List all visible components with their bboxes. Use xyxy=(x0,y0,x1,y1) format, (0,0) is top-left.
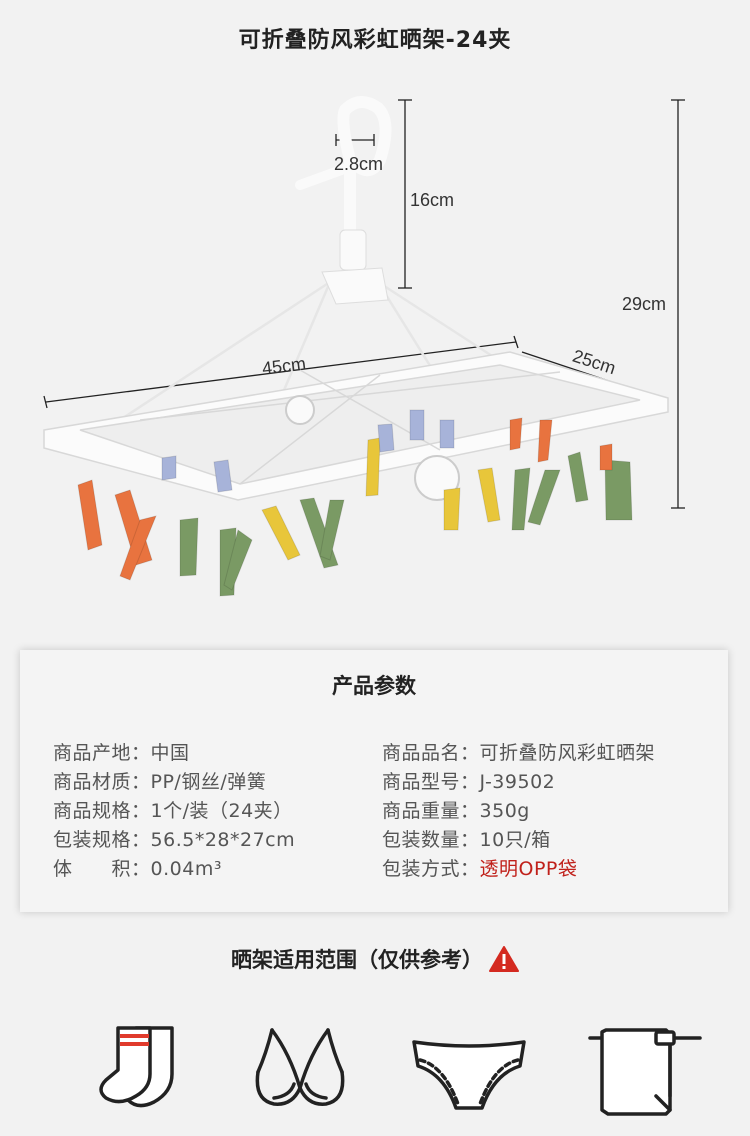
product-params-card: 产品参数 商品产地：中国 商品材质：PP/钢丝/弹簧 商品规格：1个/装（24夹… xyxy=(20,650,728,912)
spec-label: 包装方式： xyxy=(382,858,480,880)
spec-value: 10只/箱 xyxy=(479,829,551,851)
page-title: 可折叠防风彩虹晒架-24夹 xyxy=(238,28,512,53)
spec-value: 中国 xyxy=(150,742,190,764)
spec-label: 商品重量： xyxy=(382,800,480,822)
total-height-label: 29cm xyxy=(622,294,667,314)
spec-origin: 商品产地：中国 xyxy=(53,738,190,765)
usage-section: 晒架适用范围（仅供参考） xyxy=(0,944,750,974)
spec-volume: 体 积：0.04m³ xyxy=(53,854,222,881)
usage-title: 晒架适用范围（仅供参考） xyxy=(231,948,483,972)
spec-size: 商品规格：1个/装（24夹） xyxy=(53,796,293,823)
spec-label: 商品材质： xyxy=(53,771,151,793)
towel-icon xyxy=(588,1028,702,1116)
underwear-icon xyxy=(412,1040,526,1110)
spec-model: 商品型号：J-39502 xyxy=(382,767,555,794)
spec-value: 透明OPP袋 xyxy=(479,858,578,880)
spec-value: J-39502 xyxy=(479,771,556,793)
spec-label: 商品产地： xyxy=(53,742,151,764)
spec-label: 包装规格： xyxy=(53,829,151,851)
spec-label: 商品品名： xyxy=(382,742,480,764)
spec-value: 1个/装（24夹） xyxy=(150,800,293,822)
spec-weight: 商品重量：350g xyxy=(382,796,530,823)
bra-icon xyxy=(255,1028,345,1106)
sock-icon xyxy=(99,1026,174,1108)
spec-package-size: 包装规格：56.5*28*27cm xyxy=(53,825,295,852)
spec-value: 350g xyxy=(479,800,530,822)
spec-material: 商品材质：PP/钢丝/弹簧 xyxy=(53,767,266,794)
hook-width-label: 2.8cm xyxy=(334,154,384,174)
spec-value: 可折叠防风彩虹晒架 xyxy=(479,742,656,764)
spec-label: 包装数量： xyxy=(382,829,480,851)
spec-value: 56.5*28*27cm xyxy=(150,829,296,851)
spec-packaging: 包装方式：透明OPP袋 xyxy=(382,854,577,881)
product-illustration: 2.8cm 16cm 29cm 45cm 25cm xyxy=(0,70,750,630)
spec-label: 商品型号： xyxy=(382,771,480,793)
spec-value: 0.04m³ xyxy=(150,858,222,880)
warning-icon xyxy=(489,946,519,972)
spec-label: 体 积： xyxy=(53,858,151,880)
drying-rack-image xyxy=(43,96,685,597)
params-title: 产品参数 xyxy=(332,674,416,698)
spec-value: PP/钢丝/弹簧 xyxy=(150,771,267,793)
spec-label: 商品规格： xyxy=(53,800,151,822)
hook-height-label: 16cm xyxy=(410,190,455,210)
spec-product-name: 商品品名：可折叠防风彩虹晒架 xyxy=(382,738,655,765)
spec-quantity: 包装数量：10只/箱 xyxy=(382,825,551,852)
